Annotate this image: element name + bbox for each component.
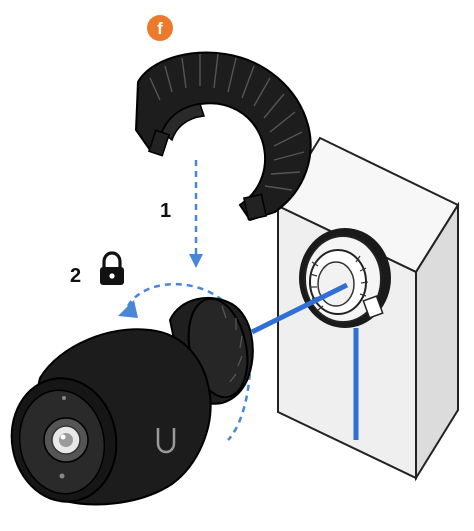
ethernet-cable bbox=[250, 282, 359, 440]
rotate-arrow bbox=[118, 282, 252, 441]
step-number-1: 1 bbox=[160, 200, 171, 222]
lock-icon bbox=[100, 251, 124, 285]
step-badge: f bbox=[147, 15, 173, 41]
camera bbox=[10, 296, 254, 506]
step-number-2: 2 bbox=[70, 265, 81, 287]
heat-sink-ring bbox=[134, 51, 312, 222]
wall-mount-ring bbox=[299, 228, 391, 328]
brand-logo-icon bbox=[156, 428, 176, 454]
step-badge-icon bbox=[147, 15, 173, 41]
attach-arrow bbox=[189, 160, 203, 268]
step-badge-letter: f bbox=[157, 19, 163, 38]
